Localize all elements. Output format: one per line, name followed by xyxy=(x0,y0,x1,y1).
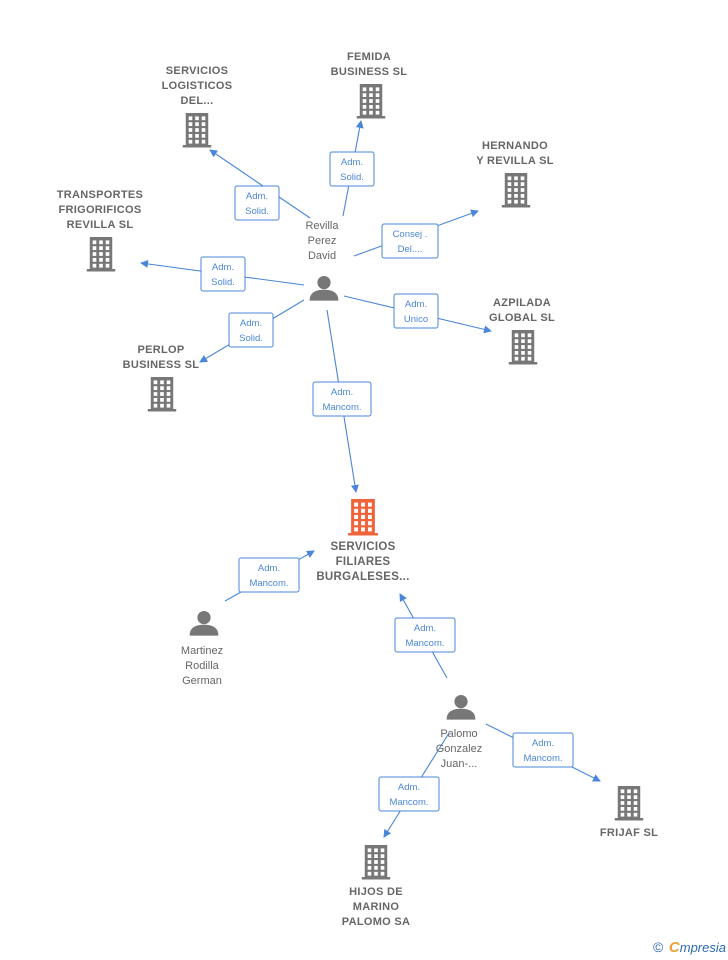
node-label: PALOMO SA xyxy=(342,916,411,928)
person-icon xyxy=(446,695,476,720)
person-node[interactable]: PalomoGonzalezJuan-... xyxy=(436,695,482,770)
node-label: SERVICIOS xyxy=(330,541,395,553)
relation-label[interactable]: Consej . Del.... xyxy=(381,223,439,259)
node-label: GLOBAL SL xyxy=(489,312,555,324)
node-label: SERVICIOS xyxy=(166,65,228,77)
relation-label[interactable]: Adm. Mancom. xyxy=(238,557,300,593)
relation-label[interactable]: Adm. Mancom. xyxy=(512,732,574,768)
node-label: Rodilla xyxy=(185,660,220,672)
relation-label-line: Solid. xyxy=(211,277,235,288)
relation-label-line: Adm. xyxy=(258,563,280,574)
node-label: LOGISTICOS xyxy=(162,80,233,92)
relation-label-line: Adm. xyxy=(532,738,554,749)
building-icon xyxy=(182,113,212,148)
node-label: MARINO xyxy=(353,901,400,913)
node-label: Juan-... xyxy=(441,758,478,770)
building-icon xyxy=(348,499,378,536)
company-node[interactable]: PERLOP BUSINESS SL xyxy=(123,344,200,412)
node-label: Revilla xyxy=(305,220,339,232)
relation-edge xyxy=(209,149,311,219)
node-label: Martinez xyxy=(181,645,223,657)
building-icon xyxy=(501,173,531,208)
relation-label-line: Mancom. xyxy=(389,797,428,808)
node-label: Perez xyxy=(308,235,337,247)
relation-label-line: Mancom. xyxy=(249,578,288,589)
relation-label-line: Adm. xyxy=(331,387,353,398)
person-icon xyxy=(309,276,339,301)
node-label: David xyxy=(308,250,336,262)
node-label: TRANSPORTES xyxy=(57,189,143,201)
company-node[interactable]: HERNANDO Y REVILLA SL xyxy=(476,140,554,208)
relation-label-line: Solid. xyxy=(239,333,263,344)
relation-label-line: Mancom. xyxy=(322,402,361,413)
company-node[interactable]: FEMIDA BUSINESS SL xyxy=(331,51,408,119)
brand-footer: © Cmpresia xyxy=(653,939,726,956)
relation-label[interactable]: Adm. Mancom. xyxy=(312,381,372,417)
relation-label[interactable]: Adm. Solid. xyxy=(228,312,274,348)
relation-label[interactable]: Adm. Unico xyxy=(393,293,439,329)
building-icon xyxy=(614,786,644,821)
node-label: REVILLA SL xyxy=(67,219,134,231)
relation-label[interactable]: Adm. Mancom. xyxy=(378,776,440,812)
node-label: German xyxy=(182,675,222,687)
building-icon xyxy=(86,237,116,272)
relation-label-line: Mancom. xyxy=(405,638,444,649)
node-label: FRIJAF SL xyxy=(600,827,658,839)
company-node[interactable]: FRIJAF SL xyxy=(600,786,658,839)
relation-label-line: Adm. xyxy=(212,262,234,273)
relation-label-line: Adm. xyxy=(240,318,262,329)
relation-label-line: Mancom. xyxy=(523,753,562,764)
edge-arrow xyxy=(209,149,311,219)
company-node[interactable]: HIJOS DE MARINO PALOMO SA xyxy=(342,845,411,928)
relation-label-line: Adm. xyxy=(341,157,363,168)
building-icon xyxy=(147,377,177,412)
relation-label-line: Del.... xyxy=(398,244,423,255)
node-label: BUSINESS SL xyxy=(331,66,408,78)
relation-label-line: Solid. xyxy=(245,206,269,217)
relation-label[interactable]: Adm. Solid. xyxy=(200,256,246,292)
relation-label-line: Solid. xyxy=(340,172,364,183)
company-node[interactable]: SERVICIOS FILIARES BURGALESES... xyxy=(316,499,409,583)
node-label: FILIARES xyxy=(336,556,391,568)
relation-label-line: Adm. xyxy=(246,191,268,202)
relation-label[interactable]: Adm. Solid. xyxy=(329,151,375,187)
relation-label[interactable]: Adm. Mancom. xyxy=(394,617,456,653)
node-label: HERNANDO xyxy=(482,140,548,152)
node-label: BURGALESES... xyxy=(316,571,409,583)
company-node[interactable]: SERVICIOS LOGISTICOS DEL... xyxy=(162,65,233,148)
node-label: AZPILADA xyxy=(493,297,551,309)
node-label: FEMIDA xyxy=(347,51,391,63)
person-icon xyxy=(189,611,219,636)
relation-label[interactable]: Adm. Solid. xyxy=(234,185,280,221)
company-node[interactable]: TRANSPORTES FRIGORIFICOS REVILLA SL xyxy=(57,189,143,272)
node-label: Y REVILLA SL xyxy=(476,155,554,167)
node-label: BUSINESS SL xyxy=(123,359,200,371)
relation-label-line: Adm. xyxy=(414,623,436,634)
relation-label-line: Consej . xyxy=(393,229,428,240)
company-node[interactable]: AZPILADA GLOBAL SL xyxy=(489,297,555,365)
brand-name: mpresia xyxy=(679,940,726,955)
node-label: FRIGORIFICOS xyxy=(58,204,141,216)
building-icon xyxy=(361,845,391,880)
node-label: Gonzalez xyxy=(436,743,482,755)
node-label: DEL... xyxy=(181,95,214,107)
copyright-icon: © xyxy=(652,939,664,955)
building-icon xyxy=(508,330,538,365)
brand-initial: C xyxy=(668,939,680,956)
relation-label-line: Adm. xyxy=(398,782,420,793)
node-label: HIJOS DE xyxy=(349,886,403,898)
node-label: Palomo xyxy=(440,728,477,740)
relation-label-line: Adm. xyxy=(405,299,427,310)
relation-label-line: Unico xyxy=(404,314,428,325)
building-icon xyxy=(356,84,386,119)
node-label: PERLOP xyxy=(137,344,184,356)
